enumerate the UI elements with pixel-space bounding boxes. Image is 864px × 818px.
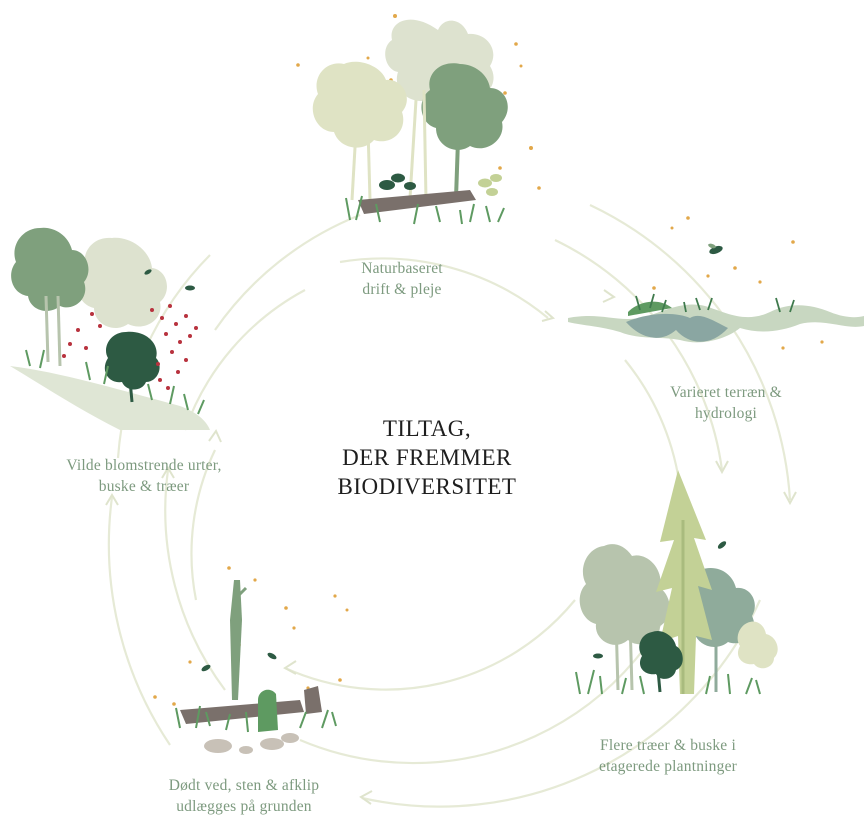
stage-label-bottom-right-line2: etagerede plantninger bbox=[598, 758, 738, 775]
insect-icon bbox=[708, 243, 723, 255]
top-vignette-illustration bbox=[312, 19, 508, 225]
stage-label-top-line2: drift & pleje bbox=[362, 281, 442, 298]
stage-label-bottom-left-line2: udlægges på grunden bbox=[176, 798, 312, 815]
right-vignette-illustration bbox=[568, 243, 864, 343]
stage-label-left-line1: Vilde blomstrende urter, bbox=[66, 457, 222, 474]
insect-icon bbox=[201, 652, 277, 672]
insect-icon bbox=[593, 541, 727, 659]
insect-icon bbox=[144, 269, 195, 291]
diagram-title: TILTAG, DER FREMMER BIODIVERSITET bbox=[282, 414, 572, 501]
bottom-right-vignette-illustration bbox=[575, 470, 778, 695]
stage-label-top-line1: Naturbaseret bbox=[361, 260, 443, 277]
bottom-left-vignette-illustration bbox=[175, 580, 337, 754]
stage-label-left-line2: buske & træer bbox=[98, 478, 190, 495]
stage-label-bottom-left-line1: Dødt ved, sten & afklip bbox=[168, 777, 320, 794]
cycle-arrowheads bbox=[105, 289, 797, 805]
stage-label-right: Varieret terræn & hydrologi bbox=[634, 382, 818, 424]
stage-label-right-line1: Varieret terræn & bbox=[670, 384, 782, 401]
stage-label-bottom-left: Dødt ved, sten & afklip udlægges på grun… bbox=[138, 775, 350, 817]
stage-label-top: Naturbaseret drift & pleje bbox=[310, 258, 494, 300]
diagram-title-line1: TILTAG, bbox=[382, 416, 472, 441]
pollen-dots bbox=[153, 14, 824, 706]
stage-label-left: Vilde blomstrende urter, buske & træer bbox=[26, 455, 262, 497]
diagram-title-line3: BIODIVERSITET bbox=[337, 474, 517, 499]
stage-label-right-line2: hydrologi bbox=[694, 405, 758, 422]
stage-label-bottom-right: Flere træer & buske i etagerede plantnin… bbox=[562, 735, 774, 777]
diagram-title-line2: DER FREMMER bbox=[342, 445, 512, 470]
left-vignette-illustration bbox=[10, 227, 210, 430]
stage-label-bottom-right-line1: Flere træer & buske i bbox=[600, 737, 736, 754]
